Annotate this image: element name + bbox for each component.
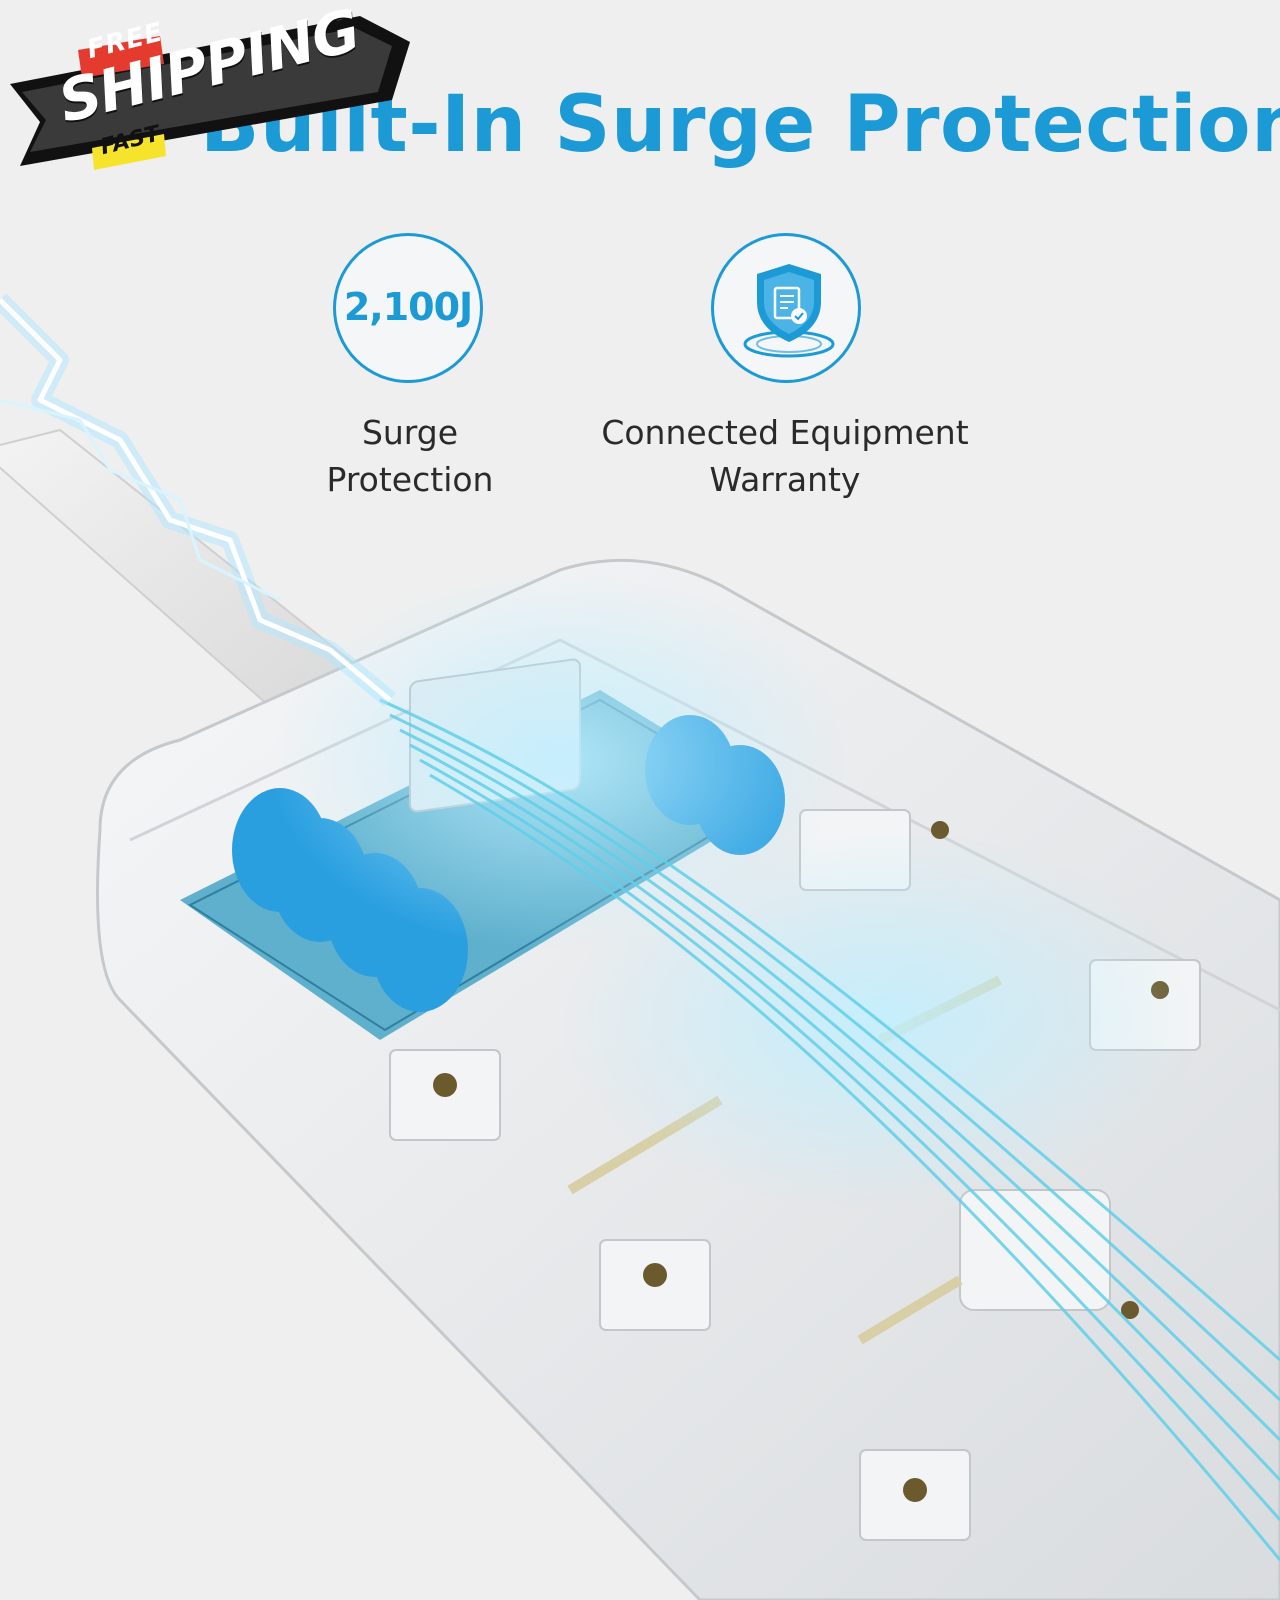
ribbon-shape: [10, 16, 410, 170]
feature-caption: Surge Protection: [290, 409, 530, 503]
joule-rating-badge: 2,100J: [333, 233, 483, 383]
feature-surge-protection: 2,100J Surge Protection: [327, 233, 493, 513]
feature-caption-line: Connected Equipment: [601, 413, 969, 452]
free-shipping-badge: FREE SHIPPING FAST: [0, 0, 420, 180]
joule-rating-value: 2,100J: [343, 285, 473, 330]
lightning-bolt: [0, 293, 396, 707]
shield-document-icon: [743, 264, 835, 358]
warranty-badge: [711, 233, 861, 383]
energy-streams: [379, 698, 1280, 1561]
feature-caption-line: Surge: [361, 413, 459, 452]
feature-caption-line: Protection: [326, 460, 494, 499]
feature-caption: Connected Equipment Warranty: [595, 409, 975, 503]
feature-equipment-warranty: Connected Equipment Warranty: [595, 233, 975, 513]
feature-caption-line: Warranty: [709, 460, 861, 499]
